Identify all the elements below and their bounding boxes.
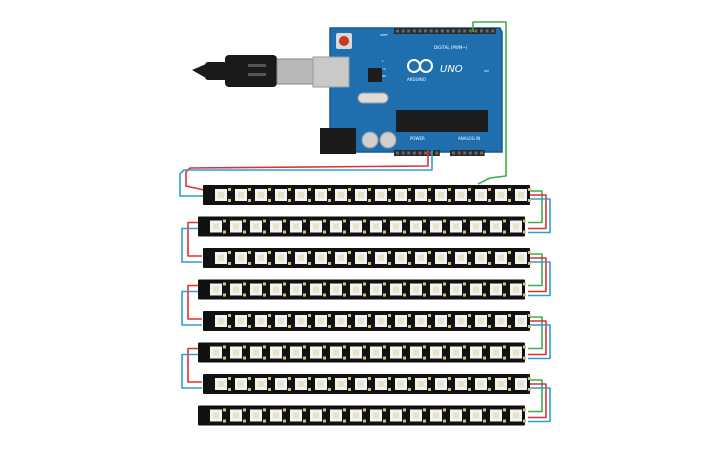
header-pin[interactable] — [457, 151, 461, 155]
header-pin[interactable] — [435, 151, 439, 155]
wires — [179, 21, 551, 423]
power-pin-header[interactable] — [394, 150, 440, 156]
header-pin[interactable] — [480, 29, 483, 33]
rx-label: RX — [382, 74, 386, 78]
l-label: L — [382, 59, 384, 63]
led-strip[interactable] — [198, 216, 526, 237]
power-label: POWER — [410, 136, 425, 141]
brand-label: ARDUINO — [407, 77, 426, 82]
strip-link-data — [528, 253, 543, 287]
strip-link-power — [187, 221, 202, 257]
header-pin[interactable] — [401, 151, 405, 155]
header-pin[interactable] — [396, 29, 399, 33]
on-label: ON — [484, 69, 489, 73]
board-model-label: UNO — [440, 64, 463, 75]
led-strip[interactable] — [198, 279, 526, 300]
led-strip[interactable] — [203, 185, 531, 205]
led-strips — [198, 185, 531, 426]
header-pin[interactable] — [463, 29, 467, 33]
led-strip[interactable] — [198, 405, 526, 426]
header-pin[interactable] — [407, 151, 411, 155]
header-pin[interactable] — [424, 151, 427, 155]
header-pin[interactable] — [485, 29, 489, 33]
strip-link-data — [528, 316, 543, 350]
header-pin[interactable] — [396, 151, 399, 155]
header-pin[interactable] — [418, 151, 422, 155]
header-pin[interactable] — [429, 151, 433, 155]
strip-link-power — [187, 284, 202, 320]
header-pin[interactable] — [412, 29, 416, 33]
arduino-logo — [407, 59, 433, 73]
analog-pin-header[interactable] — [450, 150, 485, 156]
header-pin[interactable] — [452, 151, 455, 155]
header-pin[interactable] — [429, 29, 433, 33]
header-pin[interactable] — [452, 29, 455, 33]
strip-link-power — [528, 383, 547, 419]
analog-label: ANALOG IN — [458, 136, 480, 141]
strip-link-ground — [181, 290, 202, 326]
led-strip[interactable] — [203, 311, 531, 331]
header-pin[interactable] — [412, 151, 416, 155]
header-pin[interactable] — [435, 29, 439, 33]
aref-label: AREF — [380, 33, 388, 37]
strip-link-ground — [528, 261, 551, 297]
led-strip[interactable] — [203, 248, 531, 268]
header-pin[interactable] — [424, 29, 427, 33]
power-jack — [320, 128, 356, 154]
strip-link-ground — [181, 227, 202, 263]
digital-header-label: DIGITAL (PWM~) — [434, 45, 468, 50]
strip-link-power — [528, 257, 547, 293]
usb-port — [312, 56, 350, 88]
usb-cable — [192, 55, 314, 87]
header-pin[interactable] — [468, 29, 472, 33]
strip-link-power — [528, 194, 547, 230]
header-pin[interactable] — [446, 29, 450, 33]
header-pin[interactable] — [401, 29, 405, 33]
strip-link-ground — [181, 353, 202, 389]
header-pin[interactable] — [480, 151, 483, 155]
led-strip[interactable] — [203, 374, 531, 394]
header-pin[interactable] — [474, 29, 478, 33]
strip-link-ground — [528, 387, 551, 423]
header-pin[interactable] — [468, 151, 472, 155]
data-wire-board — [472, 21, 507, 185]
tx-label: TX — [381, 67, 386, 71]
microcontroller-chip — [396, 110, 488, 132]
header-pin[interactable] — [457, 29, 461, 33]
header-pin[interactable] — [440, 29, 444, 33]
ground-wire-board — [179, 150, 433, 197]
strip-link-ground — [528, 324, 551, 360]
header-pin[interactable] — [407, 29, 411, 33]
arduino-board[interactable]: UNO ARDUINO DIGITAL (PWM~) AREF L TX RX … — [312, 27, 503, 156]
header-pin[interactable] — [474, 151, 478, 155]
strip-link-data — [528, 379, 543, 413]
strip-link-power — [528, 320, 547, 356]
strip-link-ground — [528, 198, 551, 234]
header-pin[interactable] — [463, 151, 467, 155]
strip-link-data — [528, 190, 543, 224]
strip-link-power — [187, 347, 202, 383]
header-pin[interactable] — [418, 29, 422, 33]
digital-pin-header[interactable] — [394, 28, 496, 34]
header-pin[interactable] — [491, 29, 495, 33]
led-strip[interactable] — [198, 342, 526, 363]
